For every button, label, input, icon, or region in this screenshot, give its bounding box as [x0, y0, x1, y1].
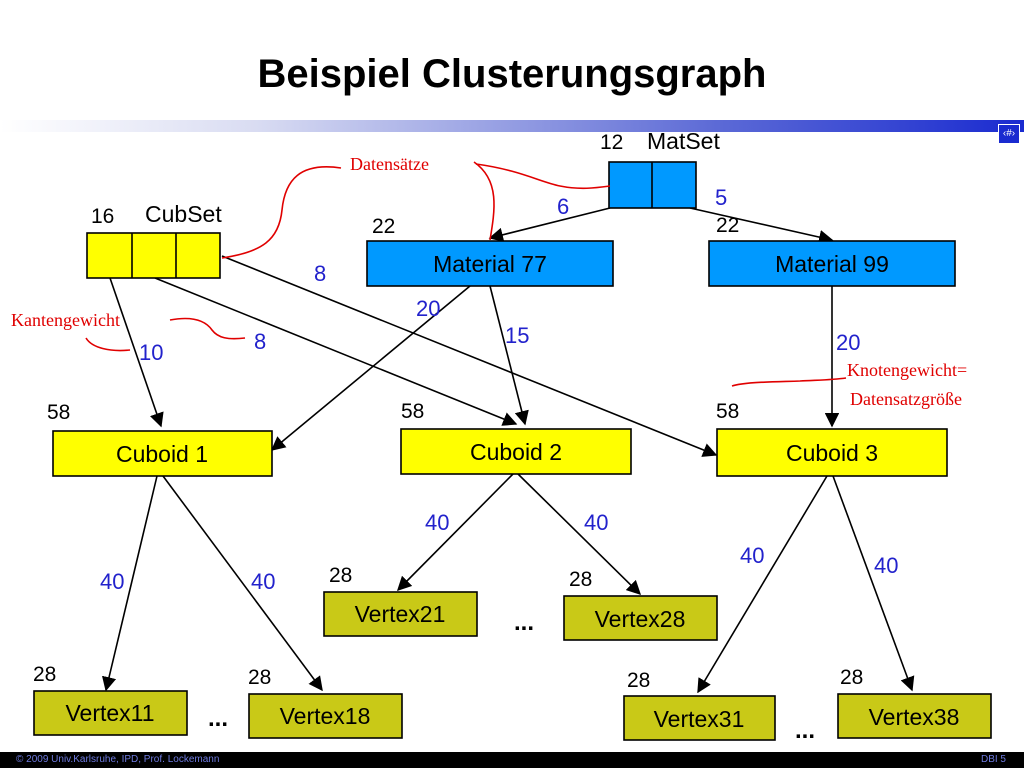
annotation-curves — [85, 161, 847, 387]
edge-cuboid1-vertex18 — [162, 475, 323, 692]
node-material77: Material 77 22 — [366, 215, 614, 287]
node-vertex11: Vertex11 28 — [33, 663, 188, 736]
datensaetze-curve-matset — [475, 163, 611, 190]
node-vertex38: Vertex38 28 — [837, 666, 992, 739]
kantengewicht-curve-right — [169, 317, 246, 340]
cuboid3-weight: 58 — [716, 400, 739, 423]
node-cuboid1: Cuboid 1 58 — [47, 401, 273, 477]
vertex31-weight: 28 — [627, 669, 650, 692]
vertex31-label: Vertex31 — [654, 706, 745, 732]
edge-label-material77-cuboid1: 20 — [416, 296, 440, 321]
edge-material77-cuboid1 — [270, 285, 471, 451]
node-vertex21: Vertex21 28 — [323, 564, 478, 637]
datensaetze-curve-material — [473, 161, 495, 241]
edge-label-cubset-cuboid1: 10 — [139, 340, 163, 365]
node-cuboid2: Cuboid 2 58 — [400, 400, 632, 475]
vertex28-label: Vertex28 — [595, 606, 686, 632]
edge-matset-material99 — [689, 207, 834, 245]
edge-label-cuboid3-vertex38: 40 — [874, 553, 898, 578]
cuboid2-weight: 58 — [401, 400, 424, 423]
edge-label-cuboid2-vertex21: 40 — [425, 510, 449, 535]
vertex21-weight: 28 — [329, 564, 352, 587]
cubset-label: CubSet — [145, 201, 222, 227]
edge-label-cuboid2-vertex28: 40 — [584, 510, 608, 535]
material77-weight: 22 — [372, 215, 395, 238]
page-marker-text: ‹#› — [1002, 128, 1016, 139]
edge-label-material99-cuboid3: 20 — [836, 330, 860, 355]
vertex18-weight: 28 — [248, 666, 271, 689]
edge-cubset-cuboid3 — [221, 255, 718, 457]
cuboid1-weight: 58 — [47, 401, 70, 424]
edge-cubset-cuboid2 — [154, 277, 518, 426]
cuboid2-label: Cuboid 2 — [470, 439, 562, 465]
edge-cuboid3-vertex38 — [832, 475, 915, 692]
edge-labels: 6 5 8 8 10 20 15 20 40 40 40 40 40 40 — [100, 185, 898, 594]
edge-matset-material77 — [488, 207, 611, 242]
edge-label-cubset-cuboid3: 8 — [314, 261, 326, 286]
ellipsis-vertex2x: ... — [514, 609, 534, 636]
edge-cubset-cuboid1 — [109, 277, 164, 428]
edge-cuboid3-vertex31 — [697, 475, 828, 694]
edge-label-matset-material77: 6 — [557, 194, 569, 219]
edge-cuboid2-vertex28 — [517, 473, 642, 596]
vertex38-label: Vertex38 — [869, 704, 960, 730]
datensaetze-curve-cubset — [221, 166, 342, 259]
footer-page-number: DBI 5 — [980, 754, 1006, 765]
page-marker: ‹#› — [998, 124, 1020, 144]
vertex28-weight: 28 — [569, 568, 592, 591]
edge-cuboid2-vertex21 — [396, 473, 514, 592]
knotengewicht-curve — [731, 377, 847, 387]
cuboid1-label: Cuboid 1 — [116, 441, 208, 467]
material99-weight: 22 — [716, 214, 739, 237]
edges — [102, 207, 915, 694]
edge-label-cuboid3-vertex31: 40 — [740, 543, 764, 568]
matset-weight: 12 — [600, 131, 623, 154]
edge-label-cuboid1-vertex11: 40 — [100, 569, 124, 594]
footer-bar: © 2009 Univ.Karlsruhe, IPD, Prof. Lockem… — [0, 752, 1024, 768]
slide-title: Beispiel Clusterungsgraph — [257, 52, 767, 96]
vertex38-weight: 28 — [840, 666, 863, 689]
material99-label: Material 99 — [775, 251, 889, 277]
edge-label-cuboid1-vertex18: 40 — [251, 569, 275, 594]
material77-label: Material 77 — [433, 251, 547, 277]
node-vertex31: Vertex31 28 — [623, 669, 776, 741]
vertex11-label: Vertex11 — [65, 700, 154, 726]
edge-material77-cuboid2 — [489, 285, 529, 426]
node-vertex28: Vertex28 28 — [563, 568, 718, 641]
node-matset: 12 MatSet — [600, 128, 720, 209]
cuboid3-label: Cuboid 3 — [786, 440, 878, 466]
header-bar — [0, 120, 1024, 132]
edge-cuboid1-vertex11 — [102, 475, 158, 692]
cubset-weight: 16 — [91, 205, 114, 228]
vertex18-label: Vertex18 — [280, 703, 371, 729]
ellipsis-vertex3x: ... — [795, 717, 815, 744]
clustering-graph: 12 MatSet 16 CubSet Material 77 22 Mater… — [11, 128, 992, 744]
node-material99: Material 99 22 — [708, 214, 956, 287]
node-cuboid3: Cuboid 3 58 — [716, 400, 948, 477]
knotengewicht-label-line2: Datensatzgröße — [850, 389, 962, 409]
vertex21-label: Vertex21 — [355, 601, 446, 627]
edge-label-cubset-cuboid2: 8 — [254, 329, 266, 354]
node-cubset: 16 CubSet — [86, 201, 222, 279]
knotengewicht-label-line1: Knotengewicht= — [847, 360, 967, 380]
node-vertex18: Vertex18 28 — [248, 666, 403, 739]
vertex11-weight: 28 — [33, 663, 56, 686]
datensaetze-label: Datensätze — [350, 154, 429, 174]
ellipsis-vertex1x: ... — [208, 705, 228, 732]
ellipses: ... ... ... — [208, 609, 815, 744]
edge-label-matset-material99: 5 — [715, 185, 727, 210]
matset-label: MatSet — [647, 128, 720, 154]
annotation-texts: Datensätze Kantengewicht Knotengewicht= … — [11, 154, 967, 409]
footer-copyright: © 2009 Univ.Karlsruhe, IPD, Prof. Lockem… — [16, 754, 220, 765]
edge-label-material77-cuboid2: 15 — [505, 323, 529, 348]
kantengewicht-curve-left — [85, 337, 131, 352]
kantengewicht-label: Kantengewicht — [11, 310, 120, 330]
